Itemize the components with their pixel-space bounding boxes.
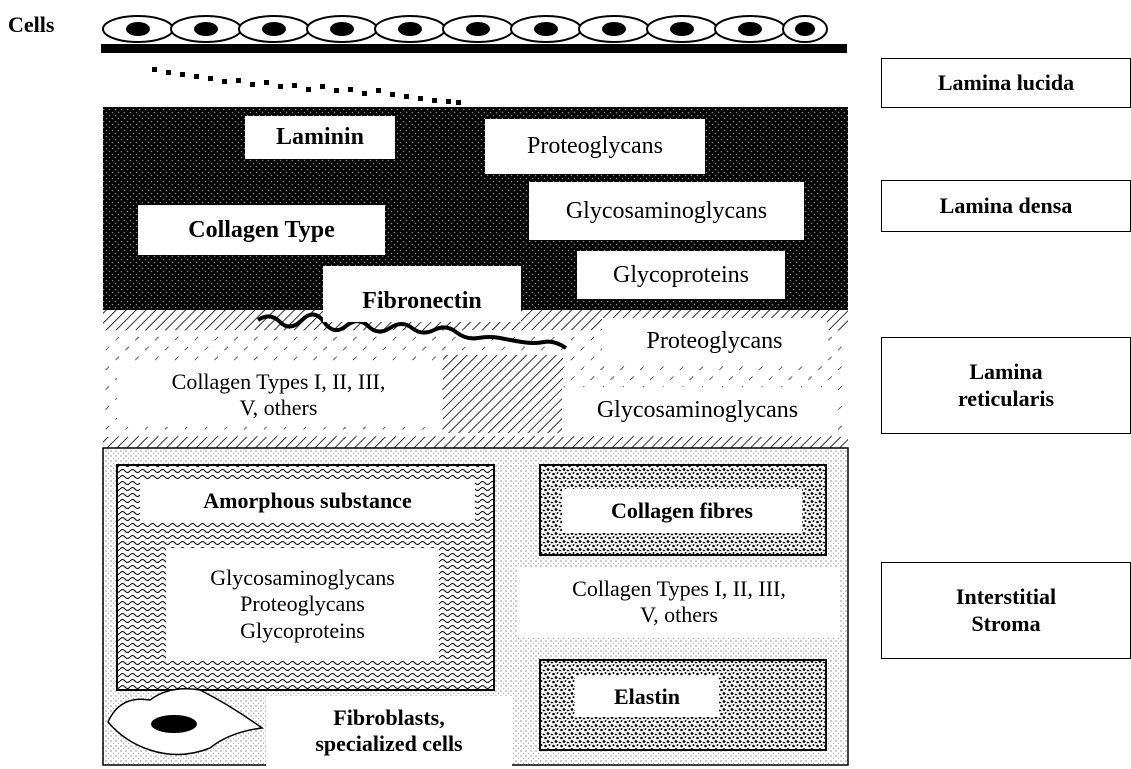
label-interstitial-stroma-text: Interstitial Stroma <box>956 584 1056 637</box>
lamina-lucida-dots <box>152 67 461 105</box>
collagen-type-box: Collagen Type <box>138 205 385 255</box>
laminin-box: Laminin <box>245 116 395 159</box>
fibronectin-box: Fibronectin <box>323 266 521 322</box>
collagen-types-reticularis-box: Collagen Types I, II, III, V, others <box>117 363 440 427</box>
glycosaminoglycans-densa-box: Glycosaminoglycans <box>529 182 804 240</box>
collagen-fibres-box: Collagen fibres <box>562 489 802 533</box>
elastin-box: Elastin <box>575 676 719 717</box>
label-interstitial-stroma: Interstitial Stroma <box>881 562 1131 659</box>
label-lamina-densa: Lamina densa <box>881 180 1131 232</box>
proteoglycans-reticularis-box: Proteoglycans <box>602 318 827 364</box>
label-lamina-densa-text: Lamina densa <box>940 192 1073 220</box>
basement-line <box>101 44 847 53</box>
collagen-types-stroma-box: Collagen Types I, II, III, V, others <box>518 567 840 637</box>
amorphous-substance-box: Amorphous substance <box>140 479 475 522</box>
amorphous-components-box: Glycosaminoglycans Proteoglycans Glycopr… <box>166 548 439 661</box>
label-lamina-reticularis-text: Lamina reticularis <box>958 359 1054 412</box>
fibroblast-nucleus <box>151 715 197 733</box>
fibroblasts-box: Fibroblasts, specialized cells <box>266 696 512 766</box>
glycosaminoglycans-reticularis-box: Glycosaminoglycans <box>562 387 833 433</box>
proteoglycans-densa-box: Proteoglycans <box>485 119 705 174</box>
label-lamina-lucida: Lamina lucida <box>881 58 1131 108</box>
label-lamina-lucida-text: Lamina lucida <box>938 69 1074 97</box>
cell-row <box>103 16 827 42</box>
label-lamina-reticularis: Lamina reticularis <box>881 337 1131 434</box>
glycoproteins-densa-box: Glycoproteins <box>577 251 785 299</box>
cells-label: Cells <box>8 12 54 38</box>
